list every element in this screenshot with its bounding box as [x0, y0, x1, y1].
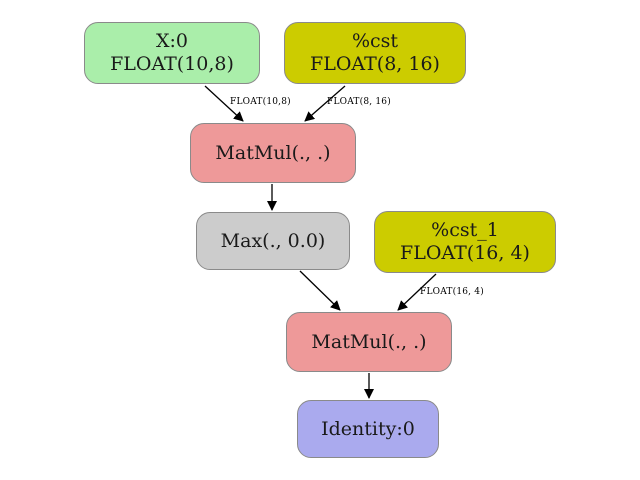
edge-x0-to-matmul1: [204, 85, 244, 122]
node-cst1-line-1: FLOAT(16, 4): [400, 242, 530, 264]
node-matmul2: MatMul(., .): [286, 312, 452, 372]
node-cst-line-1: FLOAT(8, 16): [310, 53, 440, 75]
edge-label-x0-to-matmul1: FLOAT(10,8): [230, 97, 291, 107]
node-matmul1-line-0: MatMul(., .): [215, 141, 331, 164]
node-identity: Identity:0: [297, 400, 439, 458]
node-matmul2-line-0: MatMul(., .): [311, 330, 427, 353]
edge-cst1-to-matmul2: [397, 273, 437, 311]
edge-cst-to-matmul1: [304, 85, 346, 122]
node-max: Max(., 0.0): [196, 212, 350, 270]
node-matmul1: MatMul(., .): [190, 123, 356, 183]
node-x0-line-1: FLOAT(10,8): [110, 53, 234, 75]
node-cst1-line-0: %cst_1: [431, 219, 499, 241]
node-identity-line-0: Identity:0: [321, 417, 415, 440]
node-max-line-0: Max(., 0.0): [220, 229, 326, 252]
edge-max-to-matmul2: [299, 270, 341, 311]
edge-label-cst-to-matmul1: FLOAT(8, 16): [327, 97, 391, 107]
edge-label-cst1-to-matmul2: FLOAT(16, 4): [420, 287, 484, 297]
node-x0-line-0: X:0: [155, 30, 189, 52]
node-cst-line-0: %cst: [351, 30, 399, 52]
